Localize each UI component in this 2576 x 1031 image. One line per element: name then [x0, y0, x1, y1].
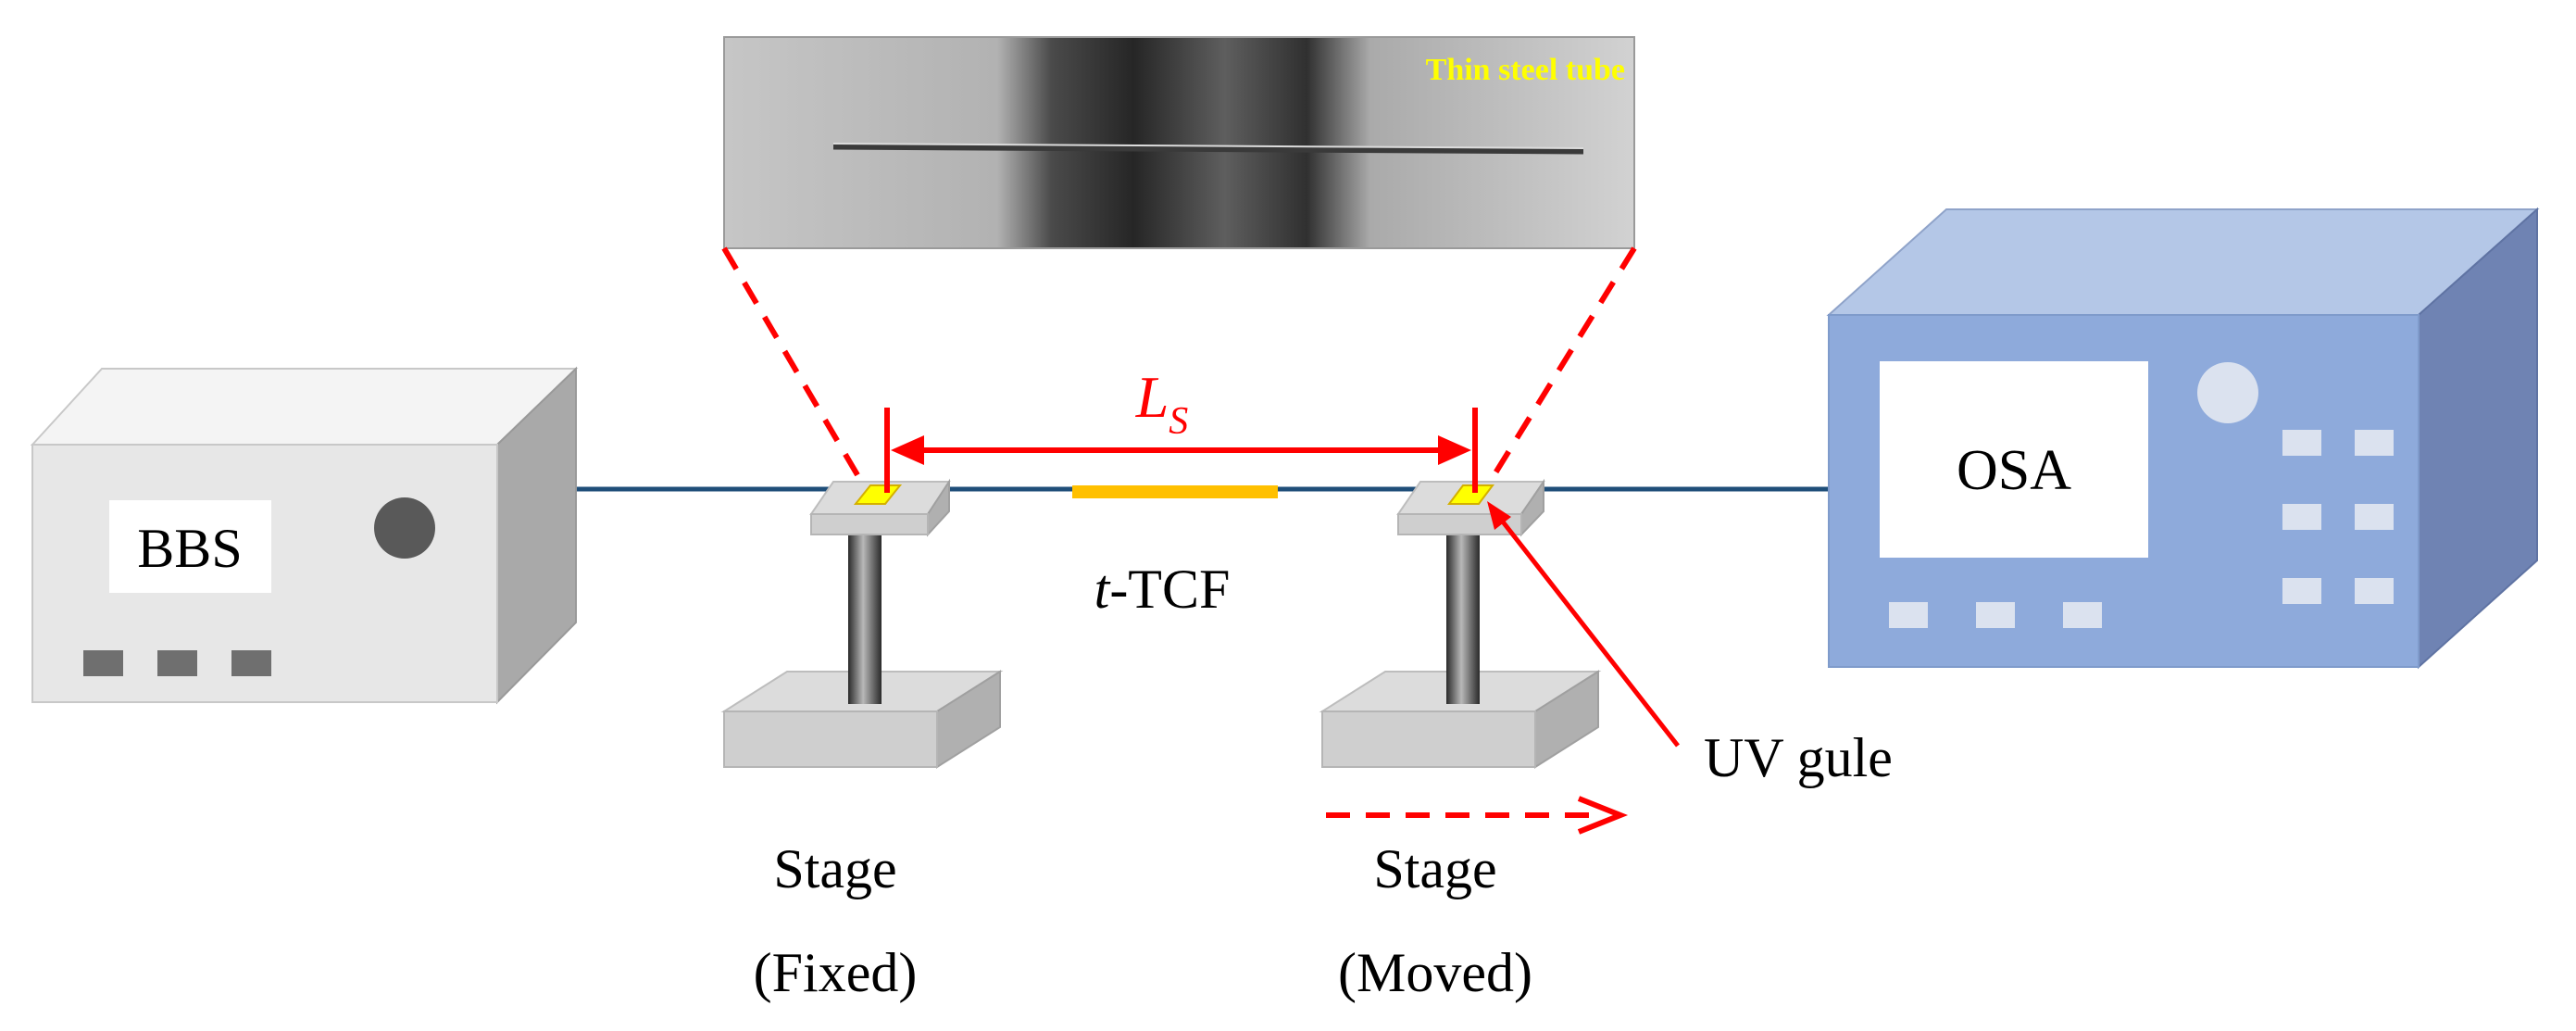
osa-button-icon	[1976, 602, 2015, 628]
osa-button-icon	[2355, 578, 2394, 604]
photo-caption: Thin steel tube	[1426, 53, 1625, 87]
stage-moved	[1319, 478, 1602, 769]
movement-arrowhead-icon	[1577, 796, 1629, 835]
osa-device: OSA	[1826, 207, 2540, 670]
stage-fixed	[720, 478, 1004, 769]
bbs-label: BBS	[137, 518, 242, 579]
osa-button-icon	[2282, 430, 2321, 456]
zoom-line-left	[721, 246, 869, 491]
osa-button-icon	[2282, 578, 2321, 604]
bbs-label-box	[109, 500, 271, 593]
bbs-button-icon	[83, 650, 123, 676]
bbs-device: BBS	[30, 366, 579, 705]
bbs-button-icon	[231, 650, 271, 676]
uv-glue-moved	[1447, 484, 1494, 505]
stage-fixed-label-1: Stage	[773, 838, 896, 899]
osa-button-icon	[2282, 504, 2321, 530]
osa-button-icon	[1889, 602, 1928, 628]
osa-label: OSA	[1957, 439, 2071, 502]
uv-glue-label: UV gule	[1704, 727, 1893, 788]
bbs-knob-icon	[374, 497, 435, 559]
ls-label: LS	[1135, 364, 1189, 443]
stage-moved-label-2: (Moved)	[1338, 942, 1532, 1003]
tcf-label: t-TCF	[1094, 559, 1231, 620]
osa-button-icon	[2355, 430, 2394, 456]
osa-button-icon	[2355, 504, 2394, 530]
osa-screen	[1880, 361, 2148, 558]
osa-knob-icon	[2197, 362, 2258, 423]
zoom-line-right	[1482, 246, 1637, 493]
stage-moved-label-1: Stage	[1373, 838, 1496, 899]
stage-fixed-label-2: (Fixed)	[754, 942, 918, 1003]
osa-button-icon	[2063, 602, 2102, 628]
ls-dimension: LS	[884, 364, 1478, 493]
steel-tube-image	[832, 143, 1584, 155]
steel-tube-photo: Thin steel tube	[723, 36, 1635, 249]
uv-glue-pointer	[1500, 519, 1680, 748]
bbs-button-icon	[157, 650, 197, 676]
